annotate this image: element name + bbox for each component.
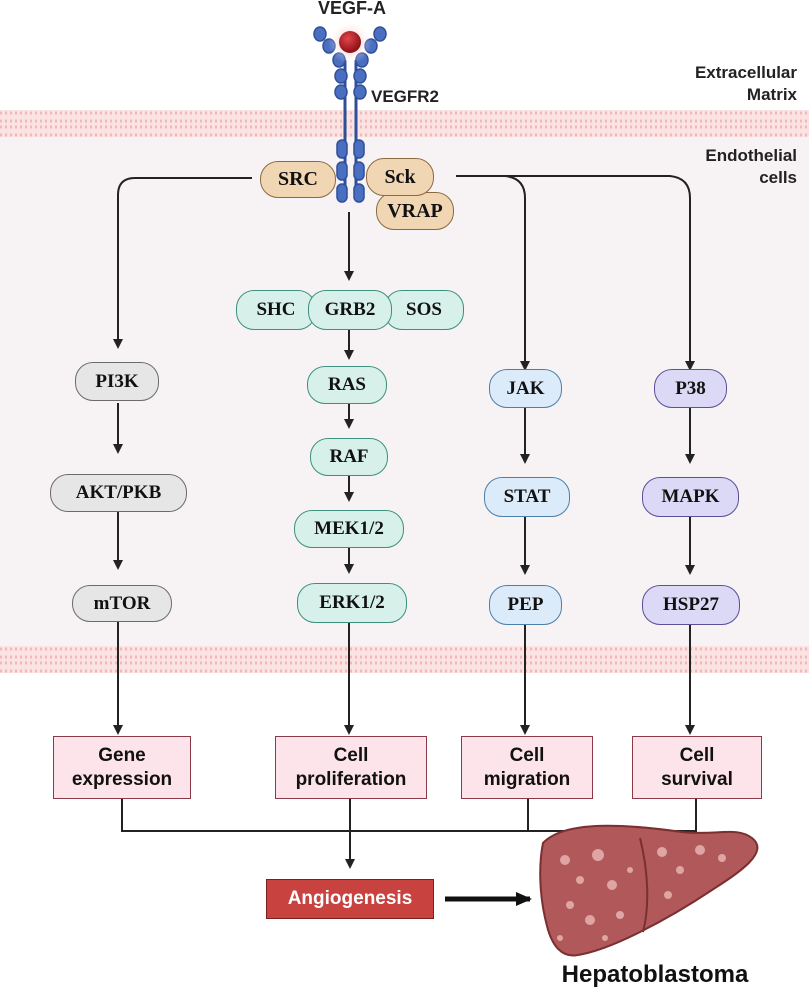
pi3k-node: PI3K (75, 362, 159, 401)
shc-node: SHC (236, 290, 316, 330)
jak-node: JAK (489, 369, 562, 408)
endothelial-cells-label: Endothelial cells (705, 146, 797, 188)
extracellular-matrix-label: Extracellular Matrix (694, 63, 797, 105)
cell-proliferation-box: Cell proliferation (275, 736, 427, 799)
cell-migration-box: Cell migration (461, 736, 593, 799)
src-node: SRC (260, 161, 336, 198)
vegf-a-label: VEGF-A (317, 0, 386, 18)
grb2-node: GRB2 (308, 290, 392, 330)
mapk-node: MAPK (642, 477, 739, 517)
akt-pkb-node: AKT/PKB (50, 474, 187, 512)
p38-node: P38 (654, 369, 727, 408)
vegfr2-label: VEGFR2 (371, 87, 440, 106)
hsp27-node: HSP27 (642, 585, 740, 625)
hepatoblastoma-label: Hepatoblastoma (561, 961, 749, 988)
cell-proliferation-label: Cell proliferation (295, 744, 407, 790)
erk1-2-node: ERK1/2 (297, 583, 407, 623)
mek1-2-node: MEK1/2 (294, 510, 404, 548)
raf-node: RAF (310, 438, 388, 476)
angiogenesis-box: Angiogenesis (266, 879, 434, 919)
pep-node: PEP (489, 585, 562, 625)
lower-cell-membrane (0, 646, 809, 673)
ras-node: RAS (307, 366, 387, 404)
cell-migration-label: Cell migration (483, 744, 571, 790)
cell-survival-label: Cell survival (661, 744, 733, 790)
connectors (113, 175, 697, 869)
vrap-node: VRAP (376, 192, 454, 230)
sos-node: SOS (384, 290, 464, 330)
mtor-node: mTOR (72, 585, 172, 622)
gene-expression-label: Gene expression (71, 744, 173, 790)
sck-node: Sck (366, 158, 434, 196)
upper-cell-membrane (0, 110, 809, 137)
cell-survival-box: Cell survival (632, 736, 762, 799)
liver-illustration (539, 824, 759, 957)
vegf-a-ligand (339, 31, 361, 53)
stat-node: STAT (484, 477, 570, 517)
gene-expression-box: Gene expression (53, 736, 191, 799)
